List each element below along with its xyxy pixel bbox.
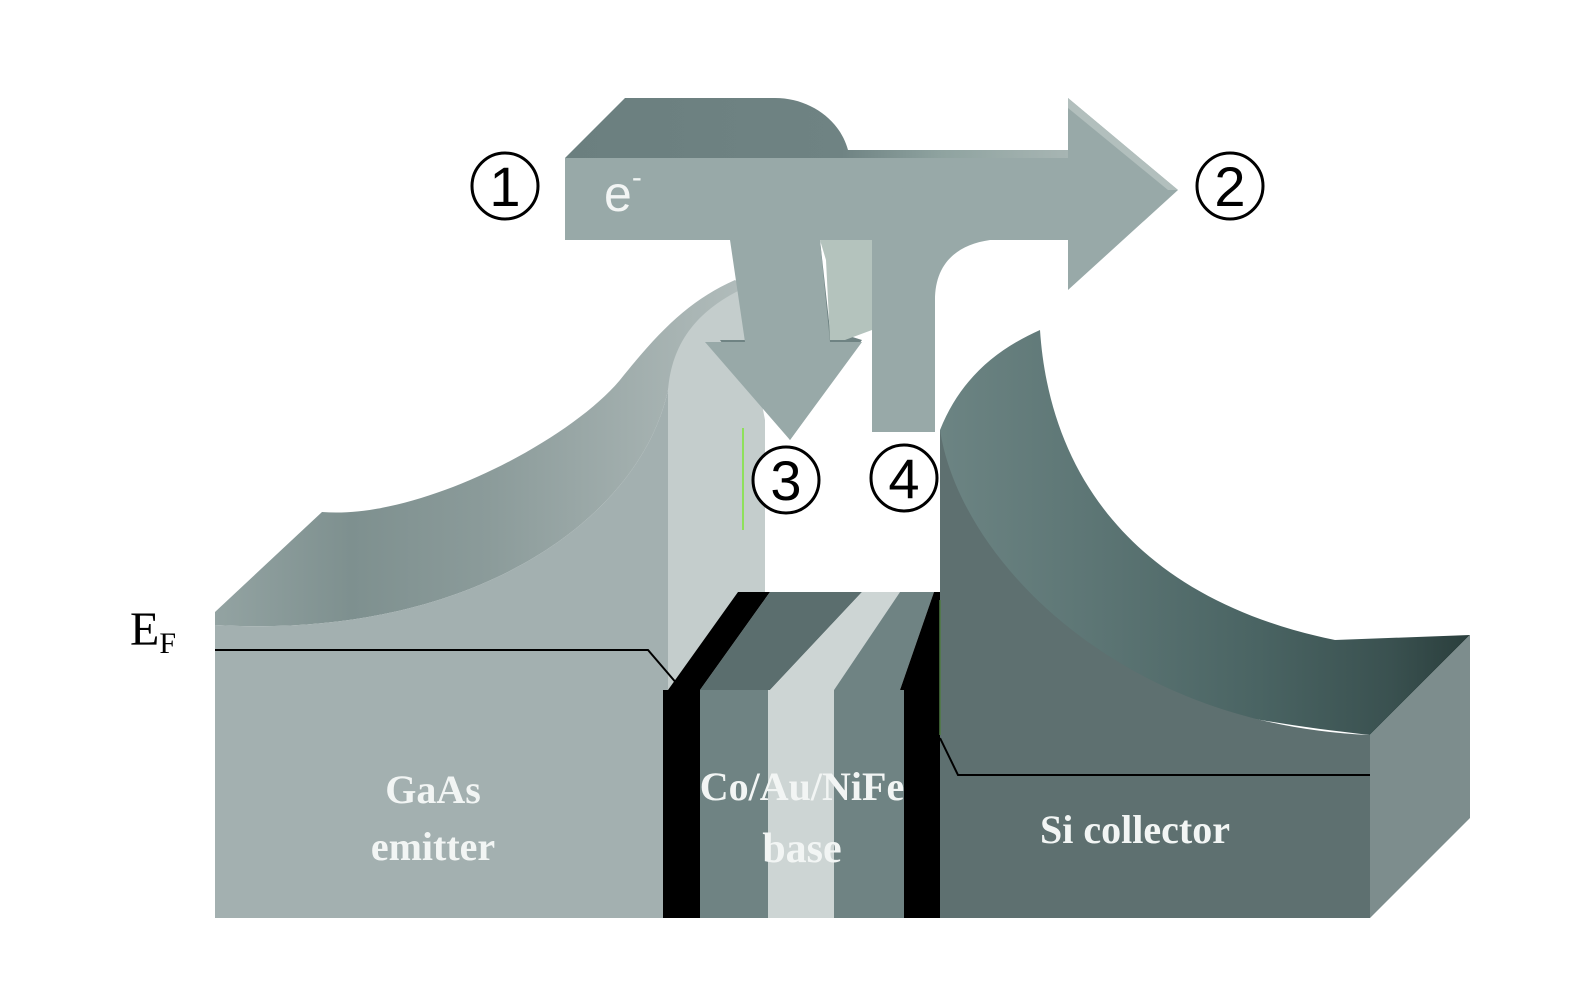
step-marker-4: 4	[869, 443, 939, 513]
base-au-layer	[768, 690, 834, 918]
base-label-line2: base	[762, 826, 841, 872]
base-label-line1: Co/Au/NiFe	[700, 764, 904, 809]
fermi-line-emitter	[215, 649, 679, 686]
arrow-branch-down	[705, 240, 862, 440]
arrow-main-horizontal	[565, 98, 1178, 290]
svg-text:3: 3	[770, 449, 801, 512]
step-marker-3: 3	[751, 445, 821, 515]
arrow-top-face	[565, 98, 1068, 158]
electron-path-arrows: e-	[565, 98, 1178, 530]
base-interface-left	[663, 690, 700, 918]
step-marker-1: 1	[470, 151, 540, 221]
step-marker-2: 2	[1195, 151, 1265, 221]
fermi-line-collector	[939, 737, 1370, 776]
si-collector	[940, 330, 1470, 918]
base-nife-layer	[834, 690, 904, 918]
svg-text:2: 2	[1214, 155, 1245, 218]
collector-side-face	[1370, 635, 1470, 918]
base-interface-right	[904, 690, 940, 918]
metal-base	[663, 592, 940, 918]
fermi-level	[215, 600, 1370, 776]
base-co-layer	[700, 690, 768, 918]
emitter-label-line2: emitter	[371, 824, 495, 869]
svg-text:4: 4	[888, 447, 919, 510]
collector-front-face	[940, 430, 1370, 918]
emitter-front-face	[215, 390, 668, 918]
emitter-band-top-surface	[215, 280, 760, 627]
fermi-level-label: EF	[130, 603, 176, 660]
electron-label: e-	[604, 161, 642, 222]
arrow-branch-reflected	[872, 162, 1068, 432]
collector-label: Si collector	[1040, 807, 1230, 852]
emitter-label-line1: GaAs	[385, 767, 481, 812]
svg-text:1: 1	[489, 155, 520, 218]
